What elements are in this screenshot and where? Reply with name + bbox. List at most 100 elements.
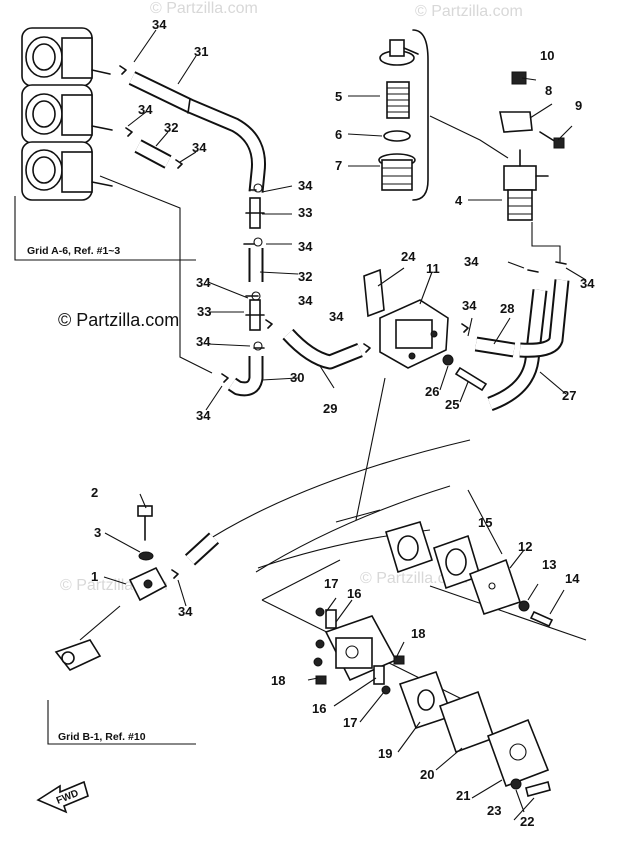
clip-34-group: [119, 65, 567, 579]
fuel-hose-27: [487, 279, 570, 412]
callout-30: 30: [290, 370, 304, 385]
carburetor-assembly-illustration: [21, 27, 113, 201]
callout-11: 11: [426, 261, 440, 276]
cover-21: [486, 718, 550, 788]
callout-9: 9: [575, 98, 582, 113]
gasket-upper: [385, 521, 433, 574]
screw-14: [529, 610, 554, 628]
callout-16b: 16: [312, 701, 326, 716]
gasket-24: [363, 268, 385, 318]
callout-34: 34: [196, 275, 211, 290]
filter-cap: [379, 39, 419, 66]
leader-line: [79, 605, 121, 641]
o-ring-6: [383, 130, 411, 142]
callout-32a: 32: [164, 120, 178, 135]
callout-3: 3: [94, 525, 101, 540]
bolt-9: [539, 131, 565, 149]
fuel-filter-4: [503, 149, 549, 221]
joint-grid-reference: Grid B-1, Ref. #10: [58, 731, 146, 743]
callout-2: 2: [91, 485, 98, 500]
callout-34: 34: [462, 298, 477, 313]
callout-18a: 18: [411, 626, 425, 641]
callout-34: 34: [580, 276, 595, 291]
ref-bracket: [47, 700, 196, 745]
callout-19: 19: [378, 746, 392, 761]
callout-23: 23: [487, 803, 501, 818]
callout-8: 8: [545, 83, 552, 98]
callout-34: 34: [196, 334, 211, 349]
leader-line: [429, 115, 509, 159]
leader-line: [355, 377, 386, 521]
callout-33a: 33: [298, 205, 312, 220]
diaphragm-12: [468, 558, 522, 616]
leader-line: [531, 222, 561, 262]
watermark-main: © Partzilla.com: [58, 310, 179, 330]
fuel-hose-31: [128, 71, 267, 193]
callout-34: 34: [298, 178, 313, 193]
callout-24: 24: [401, 249, 416, 264]
callout-15: 15: [478, 515, 492, 530]
gasket-19: [398, 670, 454, 730]
callout-27: 27: [562, 388, 576, 403]
callout-34: 34: [298, 293, 313, 308]
callout-26: 26: [425, 384, 439, 399]
callout-29: 29: [323, 401, 337, 416]
callout-28: 28: [500, 301, 514, 316]
watermark: © Partzilla.com: [360, 570, 468, 587]
callout-34: 34: [196, 408, 211, 423]
callout-34: 34: [192, 140, 207, 155]
callout-16a: 16: [347, 586, 361, 601]
bolt-22: [525, 781, 551, 797]
callout-6: 6: [335, 127, 342, 142]
bolt-25: [454, 366, 488, 392]
callout-14: 14: [565, 571, 580, 586]
filter-element-5: [386, 81, 410, 119]
fuel-hose-30: [227, 356, 264, 397]
callout-4: 4: [455, 193, 463, 208]
screw-17: [315, 607, 391, 695]
diaphragm-20: [438, 690, 496, 754]
callout-17b: 17: [343, 715, 357, 730]
fuel-hose-joint: [184, 532, 220, 566]
callout-12: 12: [518, 539, 532, 554]
nut-10: [511, 71, 527, 85]
callout-34-top: 34: [152, 17, 167, 32]
watermark: © Partzilla.com: [150, 0, 258, 17]
bolt-2: [137, 505, 153, 541]
washer-26: [442, 354, 454, 366]
callout-7: 7: [335, 158, 342, 173]
fitting-16: [325, 609, 385, 685]
callout-13: 13: [542, 557, 556, 572]
callout-20: 20: [420, 767, 434, 782]
washer-23: [510, 778, 522, 790]
callout-34: 34: [298, 239, 313, 254]
washer-13: [518, 600, 530, 612]
joint-fitting: [54, 639, 102, 671]
fuel-hose-32-upper: [134, 139, 172, 169]
callout-10: 10: [540, 48, 554, 63]
fuel-hose-29: [282, 328, 363, 370]
fuel-hose-28: [474, 336, 516, 358]
fuel-pump-11: [379, 299, 449, 369]
callout-33b: 33: [197, 304, 211, 319]
callout-31: 31: [194, 44, 208, 59]
callout-labels: 1 2 3 4 5 6 7 8 9 10 11 12 13 14 15 16 1…: [91, 17, 595, 829]
bracket-8: [499, 111, 533, 133]
ref-bracket: [14, 196, 196, 261]
leader-line: [255, 485, 451, 573]
watermark: © Partzilla.com: [415, 3, 523, 20]
carb-grid-reference: Grid A-6, Ref. #1~3: [27, 245, 120, 257]
callout-34: 34: [464, 254, 479, 269]
callout-34: 34: [178, 604, 193, 619]
leader-line: [99, 175, 213, 374]
filter-cup-7: [378, 153, 416, 191]
callout-17a: 17: [324, 576, 338, 591]
joint-33-upper: [245, 197, 265, 229]
callout-34: 34: [138, 102, 153, 117]
outline-edge: [261, 559, 341, 601]
callout-5: 5: [335, 89, 342, 104]
leader-line: [335, 509, 381, 523]
callout-34: 34: [329, 309, 344, 324]
outline-edge: [429, 585, 587, 641]
